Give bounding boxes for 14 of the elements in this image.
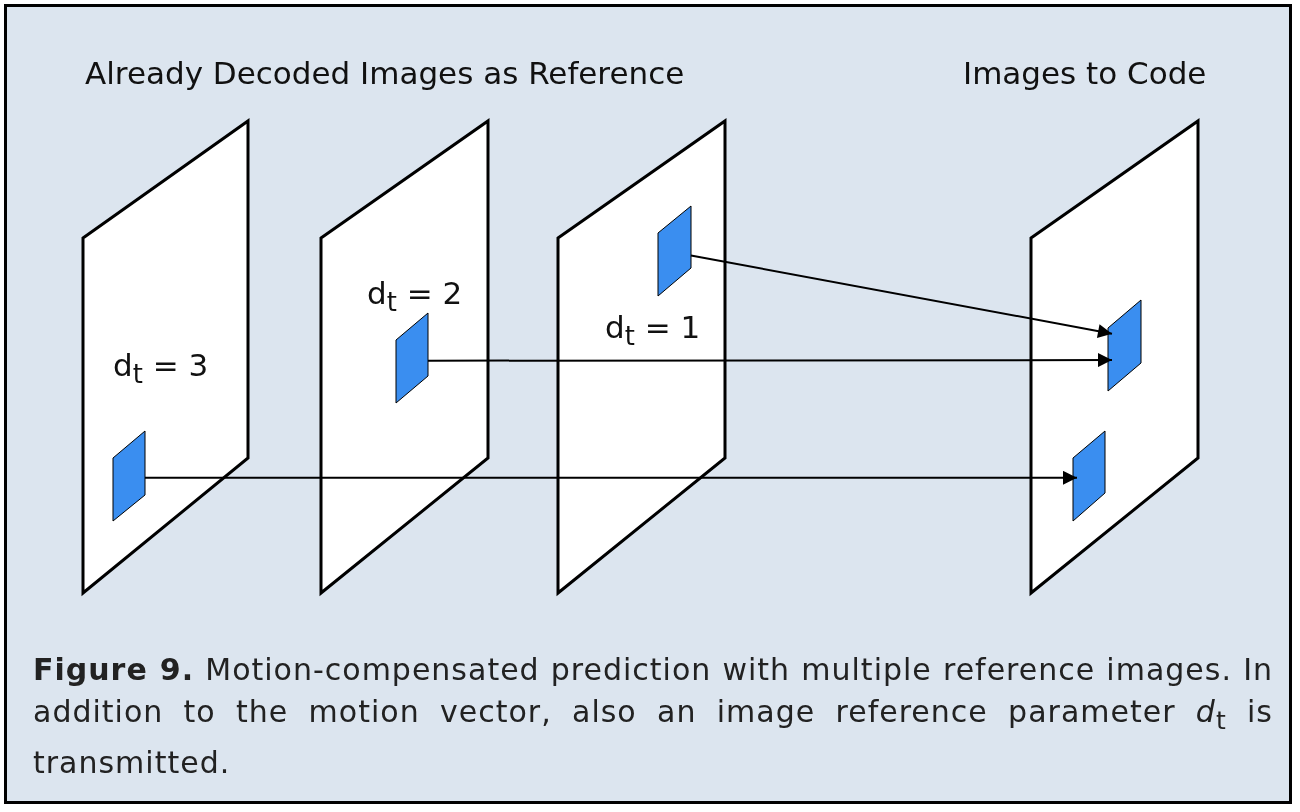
motion-vector-arrow <box>690 254 1113 338</box>
heading: Already Decoded Images as Reference <box>85 55 685 91</box>
motion-vector-arrow <box>144 470 1078 485</box>
image-block <box>1108 300 1141 391</box>
parameter-label: d$_{t}$ = 2 <box>367 275 463 318</box>
figure-caption: Figure 9. Motion-compensated prediction with multiple reference images. In addition to the motion vector, also an image reference parameter d$_{t}$ is transmitted. <box>33 651 1273 782</box>
image-block <box>113 431 145 521</box>
parameter-label: d$_{t}$ = 3 <box>113 347 209 390</box>
image-block <box>396 313 428 403</box>
motion-vector-arrow <box>427 353 1113 368</box>
parameter-label: d$_{t}$ = 1 <box>605 309 701 352</box>
heading: Images to Code <box>963 55 1207 91</box>
image-block <box>658 206 691 296</box>
image-block <box>1073 431 1105 521</box>
